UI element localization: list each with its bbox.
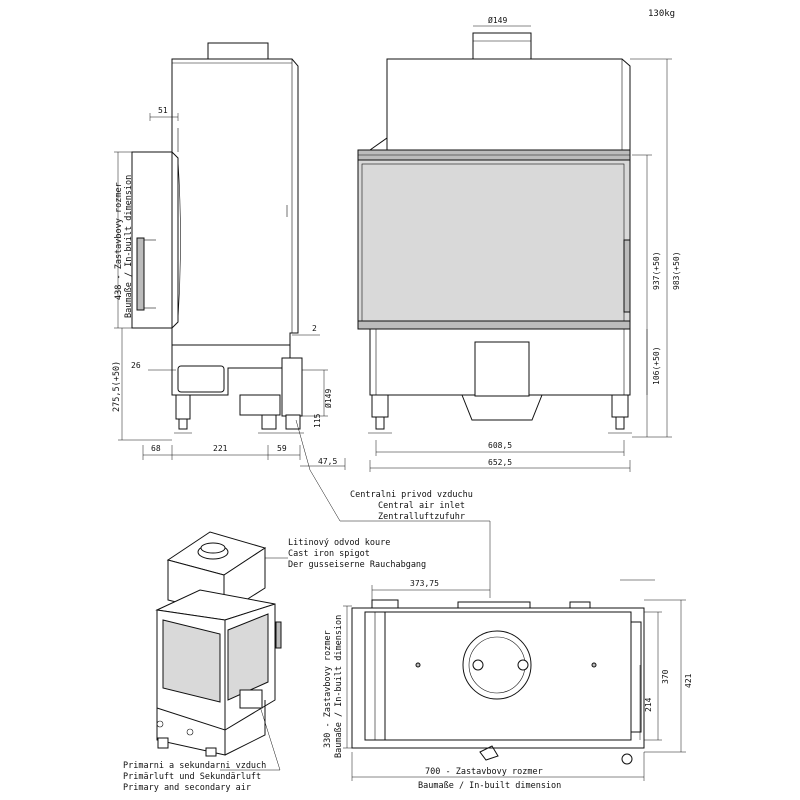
plan-dim-330-label: 330 - Zastavbovy rozmer	[323, 630, 333, 748]
callout-air-inlet-en: Central air inlet	[378, 501, 465, 511]
plan-dim-214: 214	[644, 697, 653, 712]
side-air-pipe	[281, 357, 303, 417]
front-dim-h-base: 106(+50)	[652, 346, 661, 385]
side-dim-gap: 2	[312, 324, 317, 333]
plan-dim-700-label-2: Baumaße / In-built dimension	[418, 781, 561, 791]
callout-air-inlet-cz: Centralni privod vzduchu	[350, 490, 473, 500]
callout-air-inlet-de: Zentralluftzufuhr	[378, 512, 465, 522]
callout-primary-cz: Primarni a sekundarni vzduch	[123, 761, 266, 771]
side-dim-height-label: 438 - Zastavbovy rozmer	[114, 182, 124, 300]
front-dim-w-total: 652,5	[488, 458, 512, 467]
front-leg-left	[371, 394, 389, 418]
side-leg-left	[175, 394, 191, 420]
side-dim-top: 51	[158, 106, 168, 115]
side-flue-collar	[207, 42, 269, 60]
weight-label: 130kg	[648, 9, 675, 19]
callout-spigot-en: Cast iron spigot	[288, 549, 370, 559]
callout-spigot-cz: Litinový odvod koure	[288, 538, 390, 548]
front-dim-h-inner: 937(+50)	[652, 251, 661, 290]
side-dim-flue-height: 115	[313, 413, 322, 428]
plan-dim-330-label-2: Baumaße / In-built dimension	[334, 615, 344, 758]
callout-primary-en: Primary and secondary air	[123, 783, 251, 793]
callout-primary-de: Primärluft und Sekundärluft	[123, 772, 261, 782]
front-leg-right	[611, 394, 629, 418]
side-dim-flue-dia: Ø149	[323, 389, 333, 408]
callouts: Centralni privod vzduchu Central air inl…	[123, 419, 491, 793]
front-bottom-trim	[357, 320, 631, 330]
front-ash-pan	[461, 394, 543, 421]
side-dim-bottom-left: 275,5(+50)	[112, 361, 122, 412]
plan-dim-700-label: 700 - Zastavbovy rozmer	[425, 767, 543, 777]
side-leg-right	[261, 414, 277, 430]
iso-glass-side	[227, 613, 269, 701]
side-door-handle	[136, 237, 145, 311]
plan-dim-421: 421	[684, 673, 693, 688]
plan-flue-outer	[462, 630, 532, 700]
front-dim-h-total: 983(+50)	[672, 251, 681, 290]
side-dim-b2: 221	[213, 444, 228, 453]
callout-spigot-de: Der gusseiserne Rauchabgang	[288, 560, 426, 570]
front-dim-top-dia: Ø149	[488, 15, 507, 25]
plan-view: 373,75 370 421 214	[323, 579, 693, 791]
side-dim-b3: 59	[277, 444, 287, 453]
front-flue-collar	[472, 32, 532, 60]
plan-dim-370: 370	[661, 669, 670, 684]
front-glass-door	[357, 159, 631, 329]
front-air-box	[474, 341, 530, 397]
side-air-box	[177, 365, 225, 393]
front-view: Ø149 937(+50) 9	[357, 15, 681, 472]
front-dim-w-inner: 608,5	[488, 441, 512, 450]
side-dim-height-label-2: Baumaße / In-built dimension	[124, 175, 134, 318]
side-body-outline	[171, 58, 299, 346]
side-view: 51 438 - Zastavbovy rozmer Baumaße / In-…	[112, 42, 346, 470]
side-dim-offset: 47,5	[318, 457, 337, 466]
iso-view	[155, 531, 282, 757]
side-dim-b1: 68	[151, 444, 161, 453]
plan-dim-offset-top: 373,75	[410, 579, 439, 588]
front-door-handle	[623, 239, 631, 313]
side-dim-small: 26	[131, 361, 141, 370]
iso-glass-front	[162, 619, 221, 703]
front-body-upper	[386, 58, 631, 151]
